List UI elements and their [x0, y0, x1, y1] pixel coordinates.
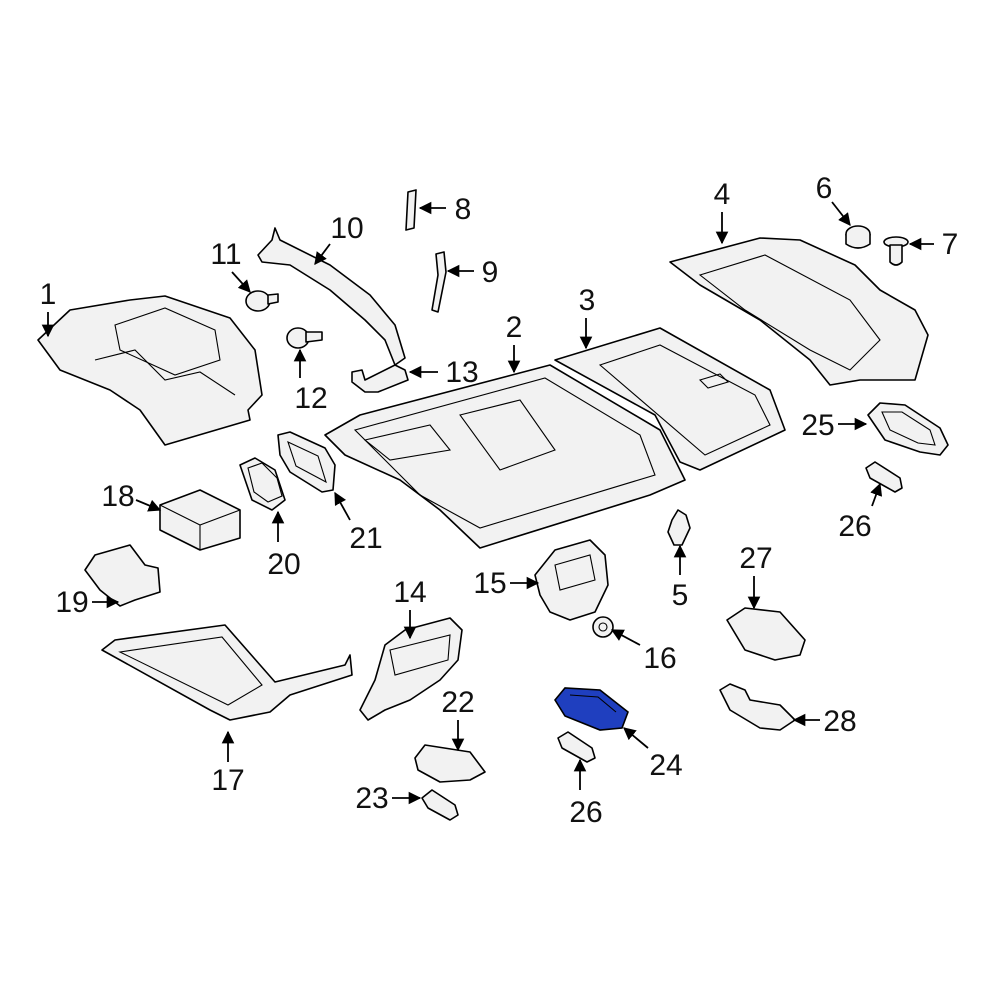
part-11-retainer[interactable]: [245, 290, 279, 312]
callout-16[interactable]: 16: [643, 642, 676, 675]
callout-8[interactable]: 8: [455, 193, 472, 226]
callout-25[interactable]: 25: [801, 409, 834, 442]
part-26-bulb-lower[interactable]: [557, 731, 596, 763]
part-19-bracket[interactable]: [84, 544, 161, 607]
callout-22[interactable]: 22: [441, 686, 474, 719]
callout-15[interactable]: 15: [473, 567, 506, 600]
callout-18[interactable]: 18: [101, 480, 134, 513]
callout-28[interactable]: 28: [823, 705, 856, 738]
part-20-lens[interactable]: [239, 457, 286, 511]
callout-19[interactable]: 19: [55, 586, 88, 619]
callout-23[interactable]: 23: [355, 782, 388, 815]
part-2-headliner-main[interactable]: [324, 364, 686, 549]
callout-27[interactable]: 27: [739, 542, 772, 575]
callout-3[interactable]: 3: [579, 284, 596, 317]
callout-6[interactable]: 6: [816, 172, 833, 205]
callout-26-lower[interactable]: 26: [569, 796, 602, 829]
part-23-bulb[interactable]: [421, 789, 459, 821]
part-13-bracket[interactable]: [351, 364, 409, 393]
callout-13[interactable]: 13: [445, 356, 478, 389]
callout-12[interactable]: 12: [294, 382, 327, 415]
leader-lines: [41, 201, 934, 805]
part-24-lamp-lens[interactable]: [554, 687, 629, 731]
part-3-headliner-rear[interactable]: [554, 327, 786, 471]
part-1-headliner-front[interactable]: [37, 295, 263, 446]
callout-4[interactable]: 4: [714, 178, 731, 211]
part-15-console-housing[interactable]: [534, 539, 609, 621]
part-4-roof-panel[interactable]: [669, 237, 929, 386]
part-18-box[interactable]: [159, 489, 241, 551]
callout-20[interactable]: 20: [267, 548, 300, 581]
callout-5[interactable]: 5: [672, 579, 689, 612]
part-6-cap[interactable]: [845, 225, 871, 249]
part-28-lamp-base[interactable]: [719, 683, 796, 731]
callout-14[interactable]: 14: [393, 576, 426, 609]
callout-26-upper[interactable]: 26: [838, 510, 871, 543]
callout-24[interactable]: 24: [649, 749, 682, 782]
part-12-screw[interactable]: [286, 327, 323, 349]
callout-10[interactable]: 10: [330, 212, 363, 245]
part-7-push-pin[interactable]: [883, 236, 909, 266]
callout-17[interactable]: 17: [211, 764, 244, 797]
callout-2[interactable]: 2: [506, 311, 523, 344]
part-25-lamp-assembly[interactable]: [867, 402, 949, 456]
part-17-sunshade[interactable]: [101, 624, 353, 721]
callout-labels: 1 2 3 4 5 6 7 8 9 10 11 12 13 14 15 16 1…: [40, 172, 959, 829]
part-21-frame[interactable]: [277, 431, 336, 493]
callout-7[interactable]: 7: [942, 228, 959, 261]
part-22-lamp-housing[interactable]: [414, 744, 486, 783]
part-16-grommet[interactable]: [592, 616, 614, 638]
part-26-bulb-upper[interactable]: [865, 461, 903, 493]
part-9-trim-strip[interactable]: [431, 251, 447, 313]
part-14-pillar-trim[interactable]: [359, 617, 463, 721]
part-10-roof-rail[interactable]: [257, 227, 406, 366]
part-27-lamp-cover[interactable]: [726, 607, 806, 661]
callout-1[interactable]: 1: [40, 278, 57, 311]
part-5-clip[interactable]: [667, 509, 691, 546]
callout-9[interactable]: 9: [482, 256, 499, 289]
callout-21[interactable]: 21: [349, 522, 382, 555]
callout-11[interactable]: 11: [210, 238, 241, 271]
part-8-strip[interactable]: [405, 189, 417, 231]
